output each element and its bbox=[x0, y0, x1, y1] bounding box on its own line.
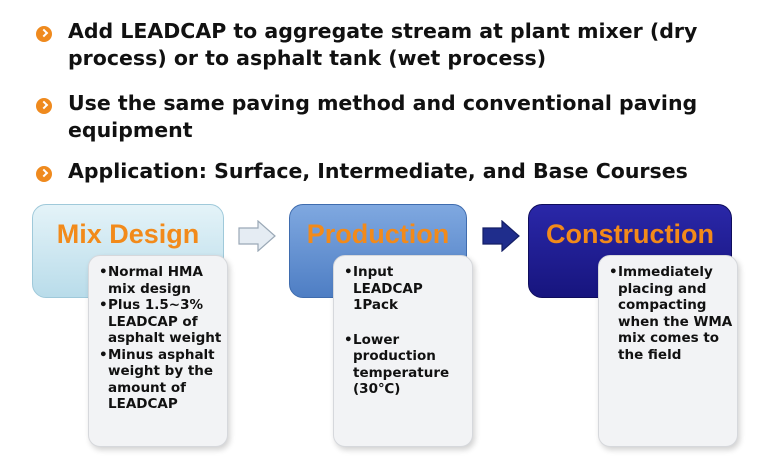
bullet-item: Add LEADCAP to aggregate stream at plant… bbox=[36, 18, 738, 72]
arrow-right-icon bbox=[238, 220, 276, 252]
bullet-text: Add LEADCAP to aggregate stream at plant… bbox=[68, 19, 698, 70]
detail-item: Lower production temperature (30℃) bbox=[344, 332, 466, 398]
bullet-arrow-icon bbox=[36, 166, 52, 182]
step-title: Production bbox=[306, 219, 450, 249]
bullet-item: Use the same paving method and conventio… bbox=[36, 90, 738, 144]
step-title: Mix Design bbox=[56, 219, 200, 249]
detail-list: Input LEADCAP 1Pack Lower production tem… bbox=[334, 256, 476, 398]
detail-item: Input LEADCAP 1Pack bbox=[344, 264, 466, 314]
detail-list: Normal HMA mix design Plus 1.5~3% LEADCA… bbox=[89, 256, 233, 413]
detail-item: Normal HMA mix design bbox=[99, 264, 223, 297]
detail-item: Plus 1.5~3% LEADCAP of asphalt weight bbox=[99, 297, 223, 347]
step-production-details: Input LEADCAP 1Pack Lower production tem… bbox=[333, 255, 473, 447]
step-mix-design-details: Normal HMA mix design Plus 1.5~3% LEADCA… bbox=[88, 255, 228, 447]
step-construction-details: Immediately placing and compacting when … bbox=[598, 255, 738, 447]
bullet-arrow-icon bbox=[36, 26, 52, 42]
step-title: Construction bbox=[546, 219, 714, 249]
bullet-text: Use the same paving method and conventio… bbox=[68, 91, 698, 142]
bullet-item: Application: Surface, Intermediate, and … bbox=[36, 158, 738, 185]
arrow-right-icon bbox=[482, 220, 520, 252]
detail-item: Minus asphalt weight by the amount of LE… bbox=[99, 347, 223, 413]
bullet-arrow-icon bbox=[36, 98, 52, 114]
detail-item: Immediately placing and compacting when … bbox=[609, 264, 733, 363]
detail-list: Immediately placing and compacting when … bbox=[599, 256, 743, 363]
bullet-text: Application: Surface, Intermediate, and … bbox=[68, 159, 688, 183]
